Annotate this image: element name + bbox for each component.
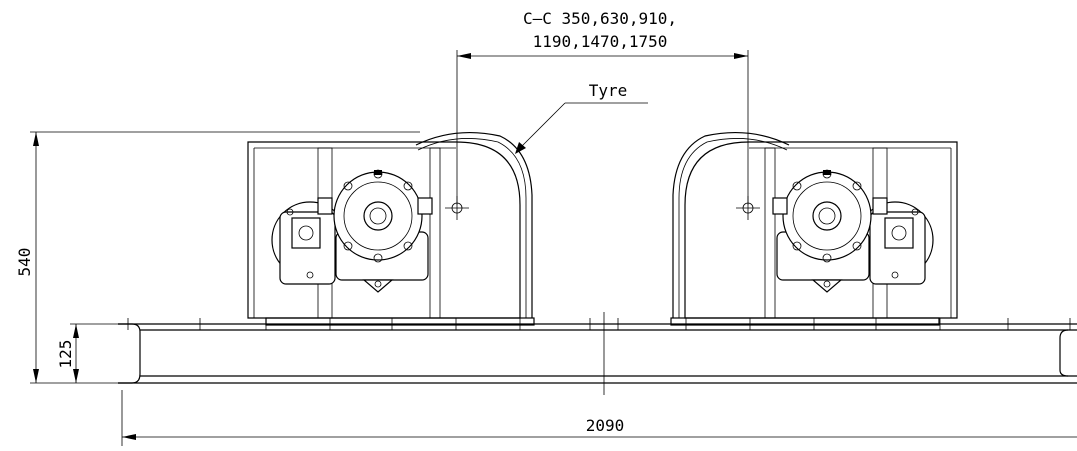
left-housing (247, 141, 521, 319)
left-motor-boss (298, 225, 314, 241)
dim-2090-arrow-left (122, 434, 136, 440)
cc-label-line1: C–C 350,630,910, (523, 9, 677, 28)
left-shaft-centre (445, 196, 469, 220)
right-base-plate (670, 317, 940, 326)
left-bracket-b (417, 197, 433, 215)
right-shaft-centre (736, 196, 760, 220)
cc-label-line2: 1190,1470,1750 (533, 32, 668, 51)
height-dimension-540: 540 (15, 131, 420, 384)
left-gear-hub (363, 201, 393, 231)
tyre-leader-arrow (515, 142, 526, 154)
dim-540-arrow-top (33, 132, 39, 146)
left-tyre-outline (415, 132, 533, 318)
cc-dimension: C–C 350,630,910, 1190,1470,1750 (456, 9, 749, 205)
frame-right-channel (1059, 329, 1069, 377)
width-dimension-2090: 2090 (121, 390, 1077, 446)
right-tyre-outline (672, 132, 790, 318)
left-bracket-a (317, 197, 333, 215)
frame-left-channel (118, 323, 141, 384)
base-frame (118, 312, 1077, 395)
left-gear-flange-inner (343, 181, 413, 251)
tyre-label: Tyre (589, 81, 628, 100)
left-winch-unit (247, 132, 535, 326)
left-gear-foot (362, 279, 394, 293)
left-motor-box (291, 217, 321, 249)
left-stiffener-b (429, 147, 441, 319)
right-gear-hub (812, 201, 842, 231)
cc-arrow-right (734, 53, 748, 59)
tyre-leader-line (517, 102, 566, 151)
dim-540-label: 540 (15, 248, 34, 277)
dim-125-arrow-bottom (73, 369, 79, 383)
right-housing (684, 141, 958, 319)
right-winch-unit (670, 132, 958, 326)
height-dimension-125: 125 (56, 323, 135, 383)
dim-2090-label: 2090 (586, 416, 625, 435)
left-base-plate (265, 317, 535, 326)
cc-arrow-left (457, 53, 471, 59)
dim-125-arrow-top (73, 324, 79, 338)
dim-540-arrow-bottom (33, 369, 39, 383)
dim-125-label: 125 (56, 340, 75, 369)
tyre-callout: Tyre (515, 81, 648, 154)
